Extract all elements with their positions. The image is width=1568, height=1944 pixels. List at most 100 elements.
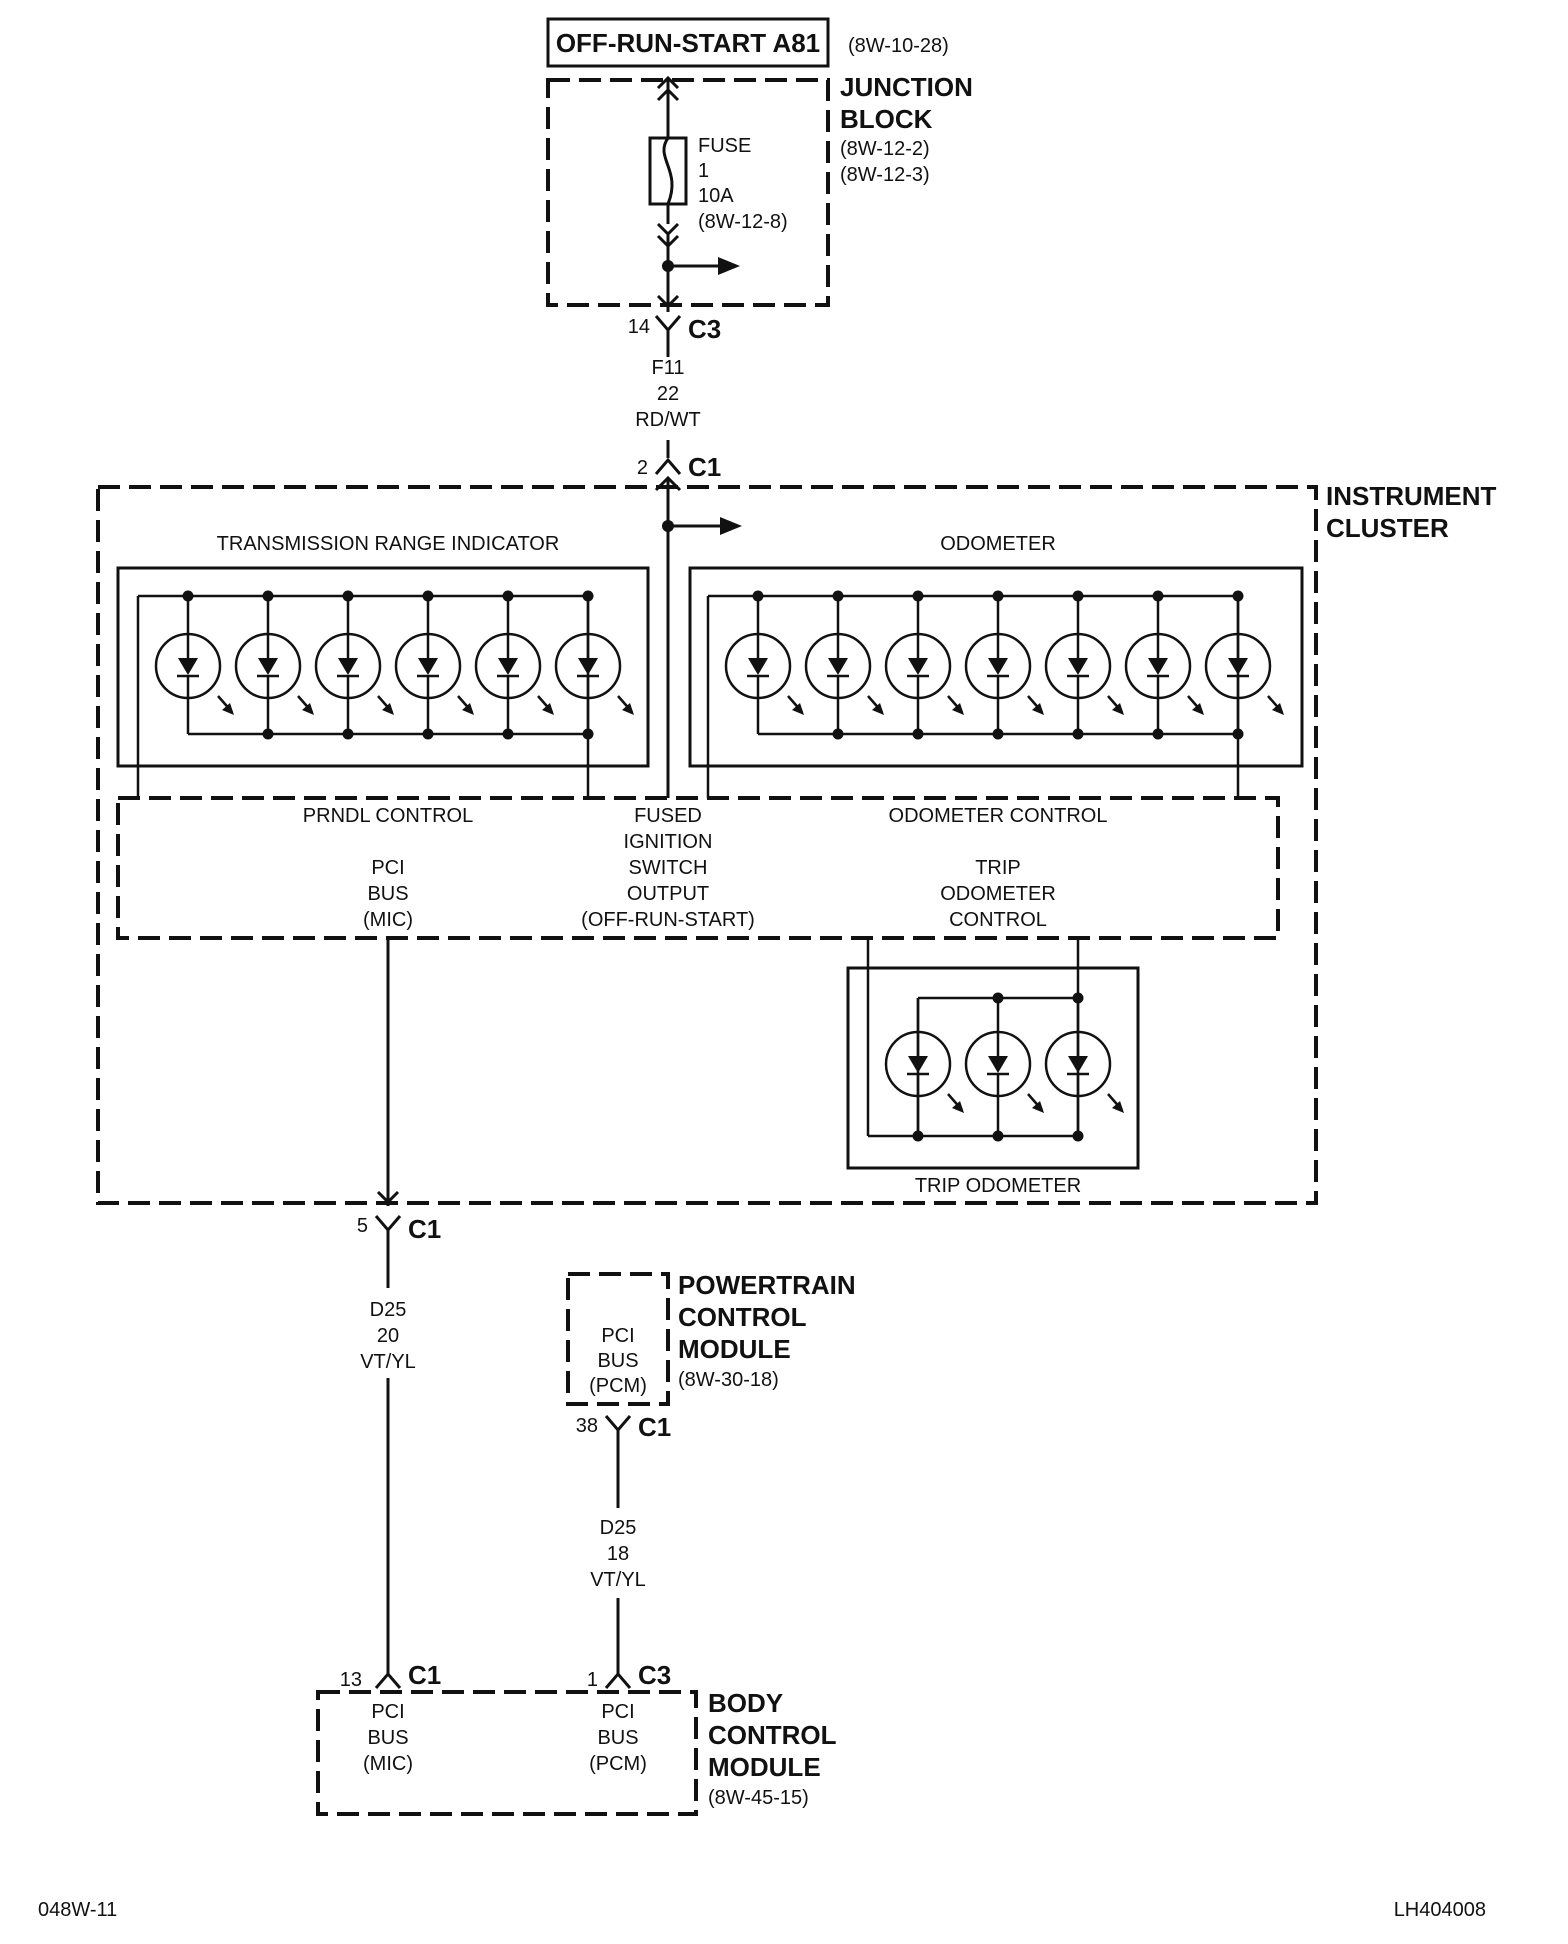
splice-dot <box>342 590 354 602</box>
svg-text:(MIC): (MIC) <box>363 1753 413 1775</box>
svg-text:(PCM): (PCM) <box>589 1375 647 1397</box>
branch-arrow-icon <box>718 257 740 275</box>
footer-left: 048W-11 <box>38 1899 117 1921</box>
svg-text:VT/YL: VT/YL <box>360 1351 416 1373</box>
splice-dot <box>752 590 764 602</box>
svg-text:MODULE: MODULE <box>678 1334 791 1364</box>
splice-dot <box>832 728 844 740</box>
svg-text:C1: C1 <box>408 1214 441 1244</box>
svg-text:(8W-12-2): (8W-12-2) <box>840 138 930 160</box>
connector-c1-pcm: 38 C1 <box>576 1412 672 1442</box>
splice-dot <box>1072 590 1084 602</box>
svg-text:SWITCH: SWITCH <box>629 857 708 879</box>
svg-text:1: 1 <box>587 1669 598 1691</box>
led-icon <box>234 630 316 717</box>
led-icon <box>964 1028 1046 1115</box>
led-icon <box>724 630 806 717</box>
svg-text:18: 18 <box>607 1543 629 1565</box>
fuse-rating: 10A <box>698 185 734 207</box>
svg-text:POWERTRAIN: POWERTRAIN <box>678 1270 856 1300</box>
wire-d25-18-label: D25 18 VT/YL <box>590 1517 646 1591</box>
splice-dot <box>1232 590 1244 602</box>
splice-dot <box>912 728 924 740</box>
pci-bus-mic-label: PCI BUS (MIC) <box>363 857 413 931</box>
pcm-pci-bus-label: PCI BUS (PCM) <box>589 1325 647 1397</box>
splice-dot <box>912 1130 924 1142</box>
svg-text:D25: D25 <box>600 1517 637 1539</box>
fuse-number: 1 <box>698 160 709 182</box>
instrument-cluster: INSTRUMENT CLUSTER <box>96 481 1497 1205</box>
svg-text:13: 13 <box>340 1669 362 1691</box>
svg-text:PCI: PCI <box>601 1325 634 1347</box>
svg-text:20: 20 <box>377 1325 399 1347</box>
bcm-pci-bus-pcm-label: PCI BUS (PCM) <box>589 1701 647 1775</box>
splice-dot <box>1152 590 1164 602</box>
svg-text:5: 5 <box>357 1215 368 1237</box>
svg-text:F11: F11 <box>652 357 685 379</box>
led-icon <box>314 630 396 717</box>
connector-c1-ic-output: 5 C1 <box>357 1214 441 1244</box>
svg-text:C1: C1 <box>638 1412 671 1442</box>
svg-text:OUTPUT: OUTPUT <box>627 883 709 905</box>
svg-text:(8W-45-15): (8W-45-15) <box>708 1787 809 1809</box>
wire-f11-label: F11 22 RD/WT <box>635 357 701 431</box>
connector-c3-bcm: 1 C3 <box>587 1660 671 1691</box>
connector-c1-bcm: 13 C1 <box>340 1660 442 1691</box>
svg-text:(OFF-RUN-START): (OFF-RUN-START) <box>581 909 755 931</box>
svg-text:C1: C1 <box>408 1660 441 1690</box>
splice-dot <box>422 590 434 602</box>
svg-text:2: 2 <box>637 457 648 479</box>
connector-c3-jb: 14 C3 <box>628 314 721 344</box>
led-icon <box>154 630 236 717</box>
svg-text:22: 22 <box>657 383 679 405</box>
fuse-label: FUSE <box>698 135 751 157</box>
svg-text:CONTROL: CONTROL <box>708 1720 837 1750</box>
led-icon <box>554 630 636 717</box>
branch-arrow-icon <box>720 517 742 535</box>
fused-ignition-label: FUSED IGNITION SWITCH OUTPUT (OFF-RUN-ST… <box>581 805 755 931</box>
svg-text:(PCM): (PCM) <box>589 1753 647 1775</box>
svg-text:C3: C3 <box>688 314 721 344</box>
trip-odometer <box>846 938 1140 1170</box>
led-icon <box>884 630 966 717</box>
splice-dot <box>422 728 434 740</box>
transmission-range-indicator <box>116 566 650 798</box>
odometer <box>688 566 1304 798</box>
svg-text:BUS: BUS <box>597 1727 638 1749</box>
source-ref: (8W-10-28) <box>848 35 949 57</box>
splice-dot <box>1152 728 1164 740</box>
svg-text:(8W-30-18): (8W-30-18) <box>678 1369 779 1391</box>
svg-text:CLUSTER: CLUSTER <box>1326 513 1449 543</box>
svg-text:BODY: BODY <box>708 1688 783 1718</box>
svg-text:TRIP: TRIP <box>975 857 1021 879</box>
trip-odometer-control-label: TRIP ODOMETER CONTROL <box>940 857 1056 931</box>
svg-text:FUSED: FUSED <box>634 805 702 827</box>
led-icon <box>884 1028 966 1115</box>
svg-text:INSTRUMENT: INSTRUMENT <box>1326 481 1497 511</box>
svg-text:BUS: BUS <box>367 1727 408 1749</box>
connector-c1-ic-input: 2 C1 <box>637 452 721 492</box>
svg-text:CONTROL: CONTROL <box>678 1302 807 1332</box>
svg-text:BUS: BUS <box>597 1350 638 1372</box>
splice-dot <box>992 992 1004 1004</box>
bcm-pci-bus-mic-label: PCI BUS (MIC) <box>363 1701 413 1775</box>
splice-dot <box>262 590 274 602</box>
led-icon <box>804 630 886 717</box>
body-control-module: BODY CONTROL MODULE (8W-45-15) <box>316 1688 837 1816</box>
cluster-control-box <box>116 796 1280 940</box>
splice-dot <box>182 590 194 602</box>
svg-text:IGNITION: IGNITION <box>624 831 713 853</box>
svg-text:(8W-12-3): (8W-12-3) <box>840 164 930 186</box>
led-icon <box>474 630 556 717</box>
fuse-icon <box>648 75 688 312</box>
splice-dot <box>912 590 924 602</box>
splice-dot <box>1072 1130 1084 1142</box>
splice-dot <box>582 590 594 602</box>
svg-text:BUS: BUS <box>367 883 408 905</box>
splice-dot <box>1232 728 1244 740</box>
svg-text:MODULE: MODULE <box>708 1752 821 1782</box>
splice-dot <box>582 728 594 740</box>
led-icon <box>1044 630 1126 717</box>
svg-text:C3: C3 <box>638 1660 671 1690</box>
svg-text:BLOCK: BLOCK <box>840 104 933 134</box>
